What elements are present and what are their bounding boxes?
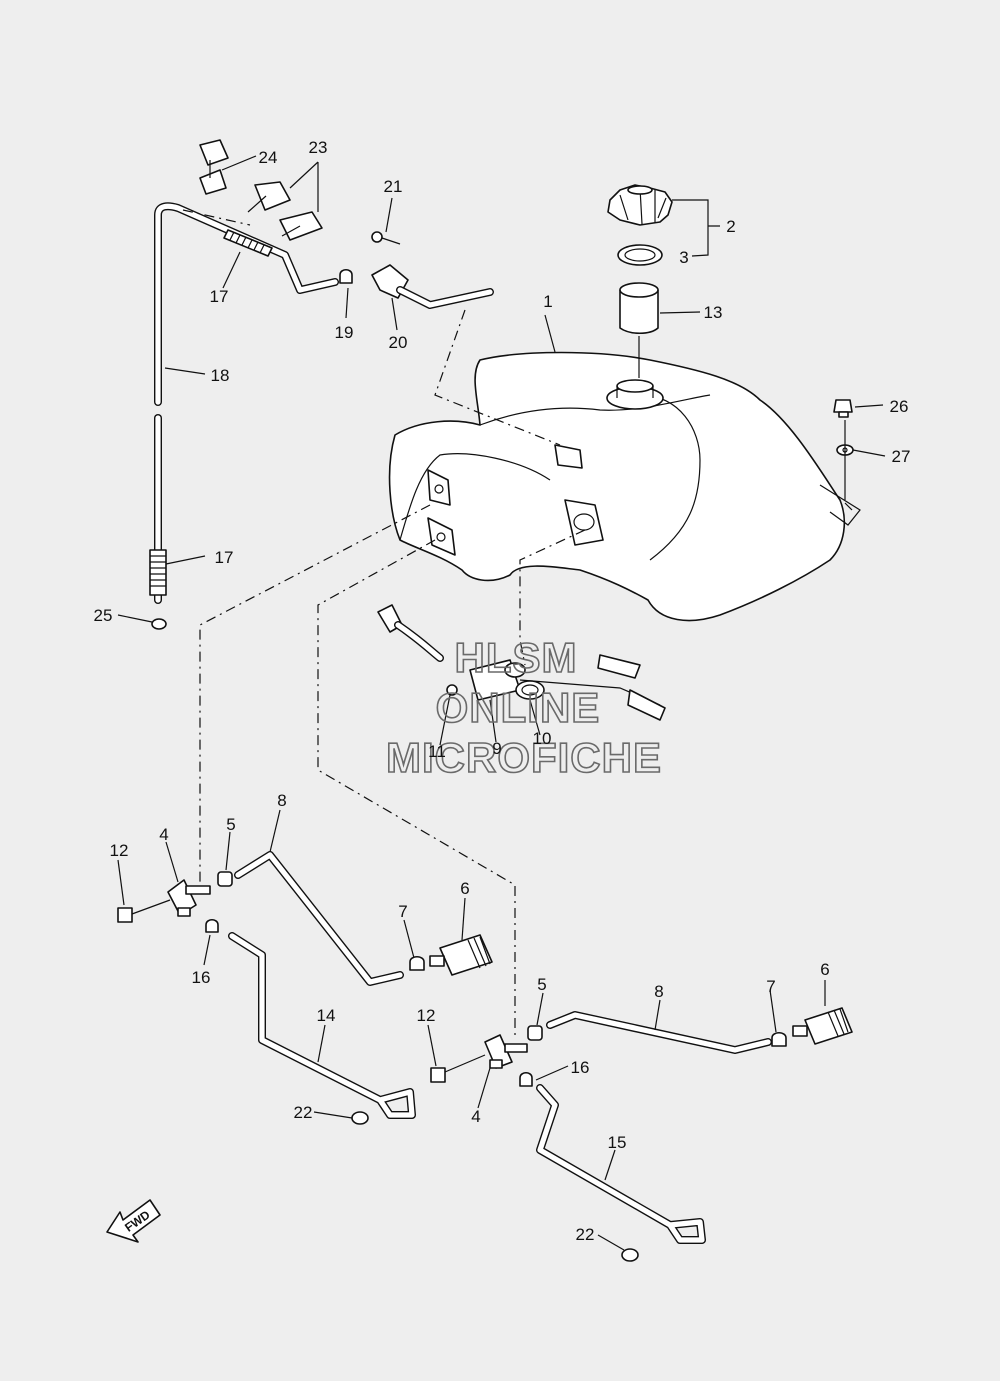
callout-12-right: 12 (417, 1006, 436, 1025)
callout-26: 26 (890, 397, 909, 416)
tank-mount-bolt (833, 399, 853, 418)
callout-22-left: 22 (294, 1103, 313, 1122)
callout-16-left: 16 (192, 968, 211, 987)
callout-24: 24 (259, 148, 278, 167)
watermark-line-2: ONLINE (436, 684, 601, 731)
fuel-cap (607, 184, 673, 226)
breather-hose (154, 202, 339, 604)
callout-4-right: 4 (471, 1107, 480, 1126)
callout-16-right: 16 (571, 1058, 590, 1077)
callout-20: 20 (389, 333, 408, 352)
bolt-12-left (117, 899, 171, 923)
hose-protector-upper (223, 229, 273, 257)
clip-7-right (771, 1031, 787, 1047)
watermark-line-3: MICROFICHE (386, 734, 662, 781)
callout-23: 23 (309, 138, 328, 157)
hose-clip-19 (339, 268, 353, 284)
callout-21: 21 (384, 177, 403, 196)
callout-9: 9 (492, 739, 501, 758)
hose-fitting-5-left (217, 871, 233, 887)
fuel-cock-right (484, 1034, 528, 1069)
callout-12-left: 12 (110, 841, 129, 860)
callout-19: 19 (335, 323, 354, 342)
callout-13: 13 (704, 303, 723, 322)
hose-protector-lower (149, 549, 167, 596)
leader-lines (117, 155, 886, 1251)
fuel-filter-6-left (429, 934, 493, 976)
clamp-23 (247, 181, 323, 241)
clip-16-right (519, 1071, 533, 1087)
callout-4-left: 4 (159, 825, 168, 844)
hose-end-clip (151, 618, 167, 630)
filler-strainer (619, 282, 659, 335)
callout-15: 15 (608, 1133, 627, 1152)
fuel-hose-8-left (234, 851, 404, 986)
callout-5-left: 5 (226, 815, 235, 834)
valve-screw (371, 231, 401, 245)
watermark-line-1: HLSM (455, 634, 578, 681)
sender-screw (446, 684, 458, 696)
callout-17-upper: 17 (210, 287, 229, 306)
callout-6-left: 6 (460, 879, 469, 898)
assembly-lines (182, 209, 586, 1040)
bolt-12-right (430, 1054, 486, 1083)
callout-14: 14 (317, 1006, 336, 1025)
watermark: HLSM ONLINE MICROFICHE (385, 633, 662, 782)
clip-16-left (205, 918, 219, 933)
rollover-valve (371, 264, 494, 309)
cap-gasket (617, 244, 663, 266)
fuel-filter-6-right (792, 1007, 853, 1045)
fuel-tank (388, 351, 861, 622)
callout-5-right: 5 (537, 975, 546, 994)
callout-7-right: 7 (766, 977, 775, 996)
fuel-cock-left (167, 879, 211, 917)
clip-22-left (351, 1111, 369, 1125)
clip-22-right (621, 1248, 639, 1262)
callout-27: 27 (892, 447, 911, 466)
callout-11: 11 (428, 742, 446, 761)
callout-labels: 1 2 3 4 4 5 5 6 6 7 7 8 8 9 10 11 12 12 … (94, 138, 911, 1244)
callout-25: 25 (94, 606, 113, 625)
fuel-hose-8-right (546, 1011, 772, 1054)
clamp-24 (199, 139, 229, 195)
callout-8-right: 8 (654, 982, 663, 1001)
callout-8-left: 8 (277, 791, 286, 810)
fuel-hose-15 (536, 1084, 706, 1244)
fuel-hose-14 (228, 932, 416, 1119)
callout-22-right: 22 (576, 1225, 595, 1244)
sender-gasket (515, 680, 545, 700)
callout-6-right: 6 (820, 960, 829, 979)
callout-2: 2 (726, 217, 735, 236)
callout-1: 1 (543, 292, 552, 311)
hose-fitting-5-right (527, 1025, 543, 1041)
callout-17-lower: 17 (215, 548, 234, 567)
callout-18: 18 (211, 366, 230, 385)
callout-10: 10 (533, 729, 552, 748)
callout-3: 3 (679, 248, 688, 267)
forward-arrow-icon: FWD (106, 1199, 161, 1243)
clip-7-left (409, 955, 425, 971)
fuel-sender-unit (377, 604, 666, 721)
callout-7-left: 7 (398, 902, 407, 921)
